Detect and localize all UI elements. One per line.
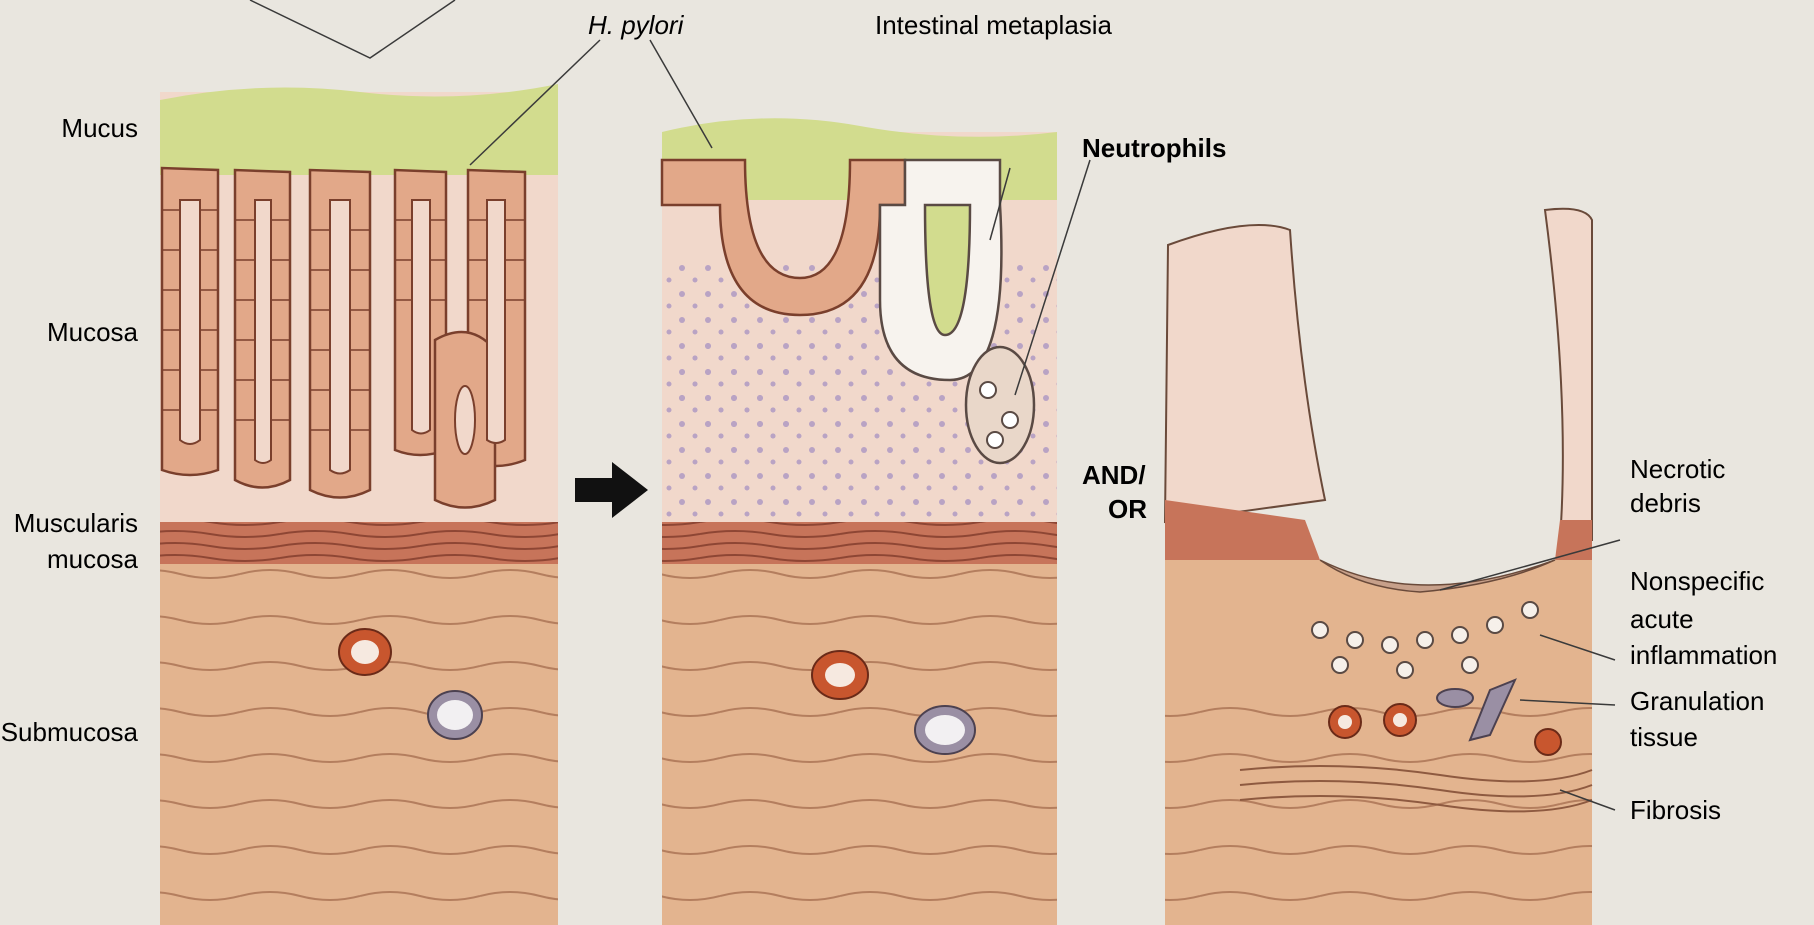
label-intestinal-metaplasia: Intestinal metaplasia [875,10,1112,41]
panel-normal-muscularis-fibers [160,522,558,564]
panel-normal [160,84,558,925]
label-necrotic-2: debris [1630,488,1701,519]
label-acute-3: inflammation [1630,640,1777,671]
label-and-or-2: OR [1108,494,1147,525]
label-mucosa: Mucosa [20,317,138,348]
panel-normal-mucus [160,84,558,175]
label-neutrophils: Neutrophils [1082,133,1226,164]
label-granulation-2: tissue [1630,722,1698,753]
label-acute-1: Nonspecific [1630,566,1764,597]
label-granulation-1: Granulation [1630,686,1764,717]
label-and-or-1: AND/ [1082,460,1146,491]
inflammatory-focus [678,330,802,450]
panel-normal-submucosa-texture [160,564,558,925]
label-muscularis-1: Muscularis [10,508,138,539]
label-mucus: Mucus [40,113,138,144]
label-fibrosis: Fibrosis [1630,795,1721,826]
label-submucosa: Submucosa [0,717,138,748]
label-acute-2: acute [1630,604,1694,635]
panel-gastritis-submucosa-texture [662,564,1057,925]
label-h-pylori: H. pylori [588,10,683,41]
panel-ulcer-submucosa-texture [1165,700,1592,925]
panel-gastritis-muscularis-fibers [662,522,1057,564]
label-necrotic-1: Necrotic [1630,454,1725,485]
label-muscularis-2: mucosa [10,544,138,575]
panel-gastritis [662,118,1057,925]
